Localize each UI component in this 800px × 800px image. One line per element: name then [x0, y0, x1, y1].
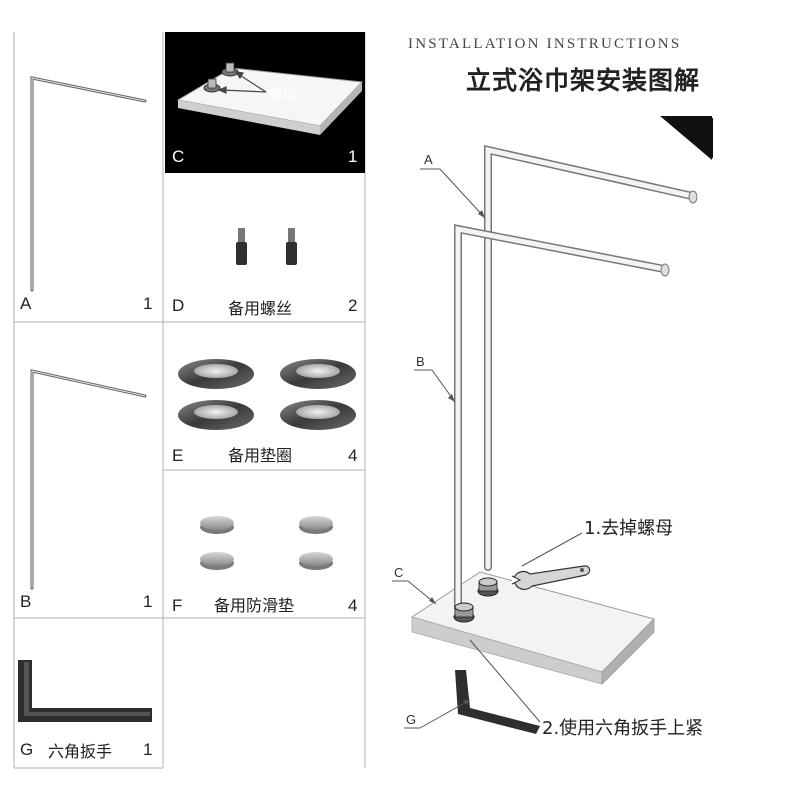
callout-c: C: [394, 565, 404, 580]
part-d-screws: [236, 228, 297, 265]
part-e-letter: E: [172, 446, 184, 465]
header-corner: [660, 116, 712, 160]
step-2-text: 2.使用六角扳手上紧: [542, 718, 704, 739]
part-a-qty: 1: [143, 294, 153, 313]
title-chinese: 立式浴巾架安装图解: [466, 66, 701, 95]
callout-lines: [392, 168, 583, 729]
assembly-nuts: [453, 577, 499, 623]
part-c-arrows: [217, 71, 267, 94]
part-c-nut-label: 螺母: [268, 87, 296, 103]
part-f-qty: 4: [348, 596, 358, 615]
part-f-name: 备用防滑垫: [214, 596, 295, 615]
part-g-letter: G: [20, 740, 34, 759]
part-e-name: 备用垫圈: [228, 446, 293, 465]
part-g-name: 六角扳手: [48, 742, 113, 761]
callout-a: A: [424, 152, 433, 167]
part-e-qty: 4: [348, 446, 358, 465]
title-english: INSTALLATION INSTRUCTIONS: [408, 36, 682, 52]
part-e-washers: [178, 359, 356, 430]
part-a-drawing: [30, 76, 147, 292]
part-c-qty: 1: [348, 147, 358, 166]
part-d-letter: D: [172, 296, 185, 315]
part-b-qty: 1: [143, 592, 153, 611]
part-d-name: 备用螺丝: [228, 299, 293, 318]
assembly-wrench: [511, 565, 591, 590]
callout-g: G: [406, 712, 417, 727]
part-g-qty: 1: [143, 740, 153, 759]
part-f-pads: [200, 516, 333, 570]
step-1-text: 1.去掉螺母: [584, 518, 674, 539]
assembly-rack-b: [454, 224, 670, 612]
part-f-letter: F: [172, 596, 183, 615]
assembly-rack-a: [484, 144, 698, 571]
part-b-letter: B: [20, 592, 32, 611]
part-a-letter: A: [20, 294, 32, 313]
part-c-letter: C: [172, 147, 185, 166]
callout-arrowheads: [429, 210, 485, 705]
assembly-base: [410, 571, 655, 685]
part-g-hex-key: [18, 660, 152, 722]
part-b-drawing: [30, 369, 147, 590]
assembly-hex-key: [455, 670, 540, 734]
part-d-qty: 2: [348, 296, 358, 315]
callout-b: B: [416, 354, 425, 369]
